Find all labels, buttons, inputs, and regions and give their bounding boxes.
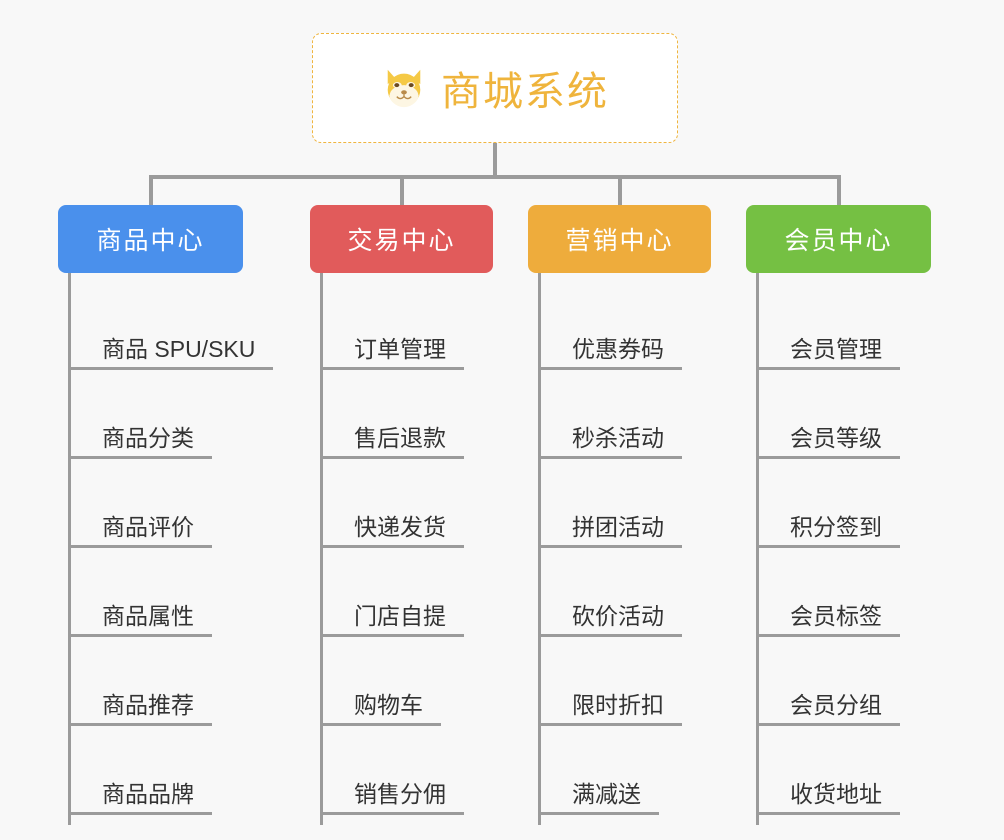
leaf-label: 售后退款	[320, 425, 464, 459]
leaf-list-1: 商品 SPU/SKU 商品分类 商品评价 商品属性 商品推荐 商品品牌	[58, 273, 288, 825]
connector-drop-1	[149, 175, 153, 207]
category-header-3-label: 营销中心	[565, 227, 674, 255]
shiba-dog-face-icon	[381, 65, 427, 111]
leaf-list-3: 优惠券码 秒杀活动 拼团活动 砍价活动 限时折扣 满减送	[528, 273, 728, 825]
list-item[interactable]: 会员标签	[746, 548, 946, 637]
category-column-4: 会员中心 会员管理 会员等级 积分签到 会员标签 会员分组 收货地址	[746, 205, 946, 825]
list-item[interactable]: 商品评价	[58, 459, 288, 548]
connector-horizontal-bus	[149, 175, 841, 179]
leaf-list-4: 会员管理 会员等级 积分签到 会员标签 会员分组 收货地址	[746, 273, 946, 825]
list-item[interactable]: 售后退款	[310, 370, 510, 459]
leaf-label: 满减送	[538, 781, 659, 815]
leaf-label: 秒杀活动	[538, 425, 682, 459]
list-item[interactable]: 拼团活动	[528, 459, 728, 548]
list-item[interactable]: 商品 SPU/SKU	[58, 281, 288, 370]
list-item[interactable]: 会员等级	[746, 370, 946, 459]
leaf-label: 订单管理	[320, 336, 464, 370]
leaf-label: 商品品牌	[68, 781, 212, 815]
category-header-2-label: 交易中心	[347, 227, 456, 255]
list-item[interactable]: 订单管理	[310, 281, 510, 370]
leaf-label: 收货地址	[756, 781, 900, 815]
list-item[interactable]: 购物车	[310, 637, 510, 726]
category-column-2: 交易中心 订单管理 售后退款 快递发货 门店自提 购物车 销售分佣	[310, 205, 510, 825]
connector-root-stem	[493, 143, 497, 178]
connector-drop-3	[618, 175, 622, 207]
leaf-label: 商品分类	[68, 425, 212, 459]
leaf-label: 购物车	[320, 692, 441, 726]
category-header-3[interactable]: 营销中心	[528, 205, 711, 273]
column-spine-4	[756, 273, 759, 825]
leaf-label: 拼团活动	[538, 514, 682, 548]
leaf-label: 商品 SPU/SKU	[68, 336, 274, 370]
leaf-label: 优惠券码	[538, 336, 682, 370]
leaf-label: 砍价活动	[538, 603, 682, 637]
list-item[interactable]: 会员管理	[746, 281, 946, 370]
list-item[interactable]: 积分签到	[746, 459, 946, 548]
list-item[interactable]: 收货地址	[746, 726, 946, 815]
leaf-label: 商品推荐	[68, 692, 212, 726]
list-item[interactable]: 会员分组	[746, 637, 946, 726]
leaf-label: 限时折扣	[538, 692, 682, 726]
leaf-label: 商品评价	[68, 514, 212, 548]
list-item[interactable]: 砍价活动	[528, 548, 728, 637]
leaf-label: 会员等级	[756, 425, 900, 459]
leaf-label: 商品属性	[68, 603, 212, 637]
category-header-4-label: 会员中心	[784, 227, 893, 255]
list-item[interactable]: 商品品牌	[58, 726, 288, 815]
connector-drop-4	[837, 175, 841, 207]
list-item[interactable]: 优惠券码	[528, 281, 728, 370]
category-column-1: 商品中心 商品 SPU/SKU 商品分类 商品评价 商品属性 商品推荐 商品品牌	[58, 205, 288, 825]
leaf-label: 门店自提	[320, 603, 464, 637]
list-item[interactable]: 秒杀活动	[528, 370, 728, 459]
list-item[interactable]: 门店自提	[310, 548, 510, 637]
column-spine-1	[68, 273, 71, 825]
list-item[interactable]: 快递发货	[310, 459, 510, 548]
leaf-label: 会员管理	[756, 336, 900, 370]
connector-drop-2	[400, 175, 404, 207]
leaf-label: 快递发货	[320, 514, 464, 548]
column-spine-3	[538, 273, 541, 825]
category-header-2[interactable]: 交易中心	[310, 205, 493, 273]
leaf-label: 会员分组	[756, 692, 900, 726]
category-column-3: 营销中心 优惠券码 秒杀活动 拼团活动 砍价活动 限时折扣 满减送	[528, 205, 728, 825]
column-spine-2	[320, 273, 323, 825]
list-item[interactable]: 满减送	[528, 726, 728, 815]
leaf-label: 销售分佣	[320, 781, 464, 815]
category-header-4[interactable]: 会员中心	[746, 205, 931, 273]
category-header-1[interactable]: 商品中心	[58, 205, 243, 273]
list-item[interactable]: 商品推荐	[58, 637, 288, 726]
list-item[interactable]: 限时折扣	[528, 637, 728, 726]
list-item[interactable]: 商品分类	[58, 370, 288, 459]
list-item[interactable]: 销售分佣	[310, 726, 510, 815]
root-title: 商城系统	[441, 70, 609, 114]
leaf-label: 会员标签	[756, 603, 900, 637]
root-node[interactable]: 商城系统	[312, 33, 678, 143]
leaf-list-2: 订单管理 售后退款 快递发货 门店自提 购物车 销售分佣	[310, 273, 510, 825]
list-item[interactable]: 商品属性	[58, 548, 288, 637]
category-header-1-label: 商品中心	[96, 227, 205, 255]
leaf-label: 积分签到	[756, 514, 900, 548]
